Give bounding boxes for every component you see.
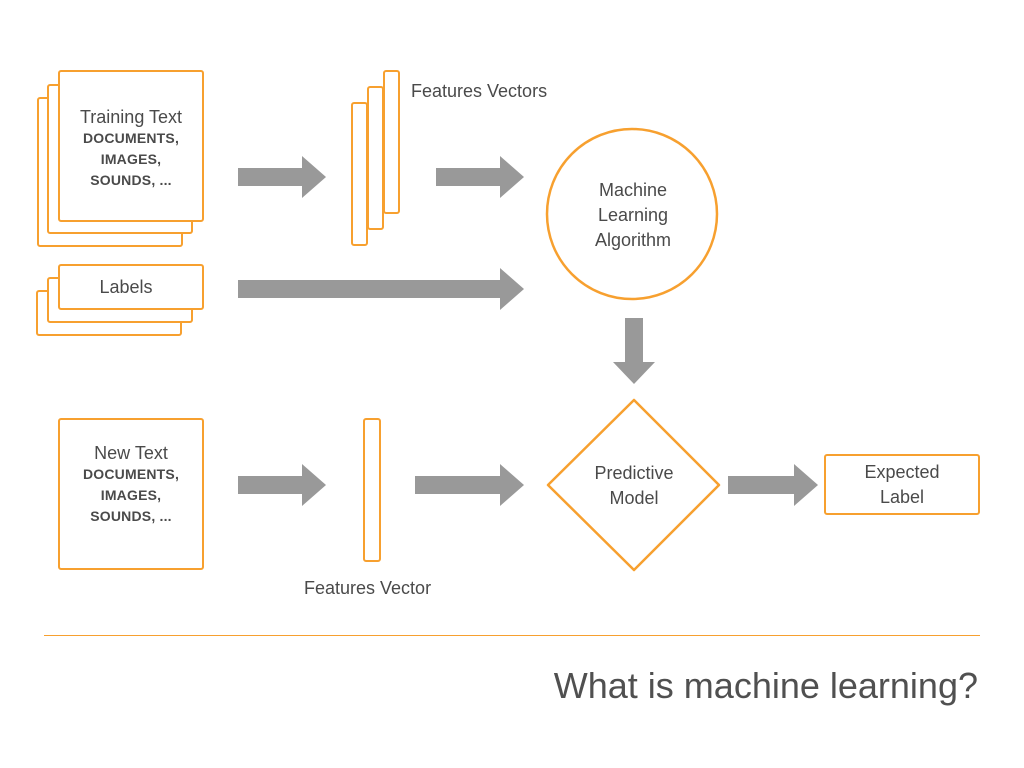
expected-label-box [824, 454, 980, 515]
arrow-training-to-features [238, 156, 326, 198]
model-label: Predictive Model [574, 460, 694, 512]
training-title: Training Text [79, 106, 183, 127]
labels-text: Labels [99, 277, 153, 297]
model-line-1: Predictive [594, 463, 674, 483]
algorithm-circle [545, 127, 719, 301]
training-doc-front [58, 70, 204, 222]
footer-divider [44, 635, 980, 636]
expected-line-2: Label [879, 486, 925, 507]
algorithm-line-2: Learning [597, 204, 669, 225]
features-vector-front [383, 70, 400, 214]
features-vector-back [351, 102, 368, 246]
model-line-2: Model [609, 488, 659, 508]
feature-vector-caption: Features Vector [304, 578, 432, 598]
arrow-labels-to-algorithm [238, 268, 524, 310]
features-vectors-caption: Features Vectors [411, 81, 548, 101]
arrow-new-to-vector [238, 464, 326, 506]
expected-line-1: Expected [864, 461, 940, 482]
new-item-documents: DOCUMENTS, [82, 465, 180, 482]
training-item-images: IMAGES, [100, 150, 162, 167]
arrow-features-to-algorithm [436, 156, 524, 198]
algorithm-line-1: Machine [598, 179, 668, 200]
new-text-doc [58, 418, 204, 570]
training-item-sounds: SOUNDS, ... [90, 171, 172, 188]
training-text-label: Training Text DOCUMENTS, IMAGES, SOUNDS,… [58, 104, 204, 192]
features-vector-middle [367, 86, 384, 230]
labels-card-front [58, 264, 204, 310]
slide-title: What is machine learning? [553, 665, 978, 706]
new-text-label: New Text DOCUMENTS, IMAGES, SOUNDS, ... [58, 440, 204, 528]
new-item-images: IMAGES, [100, 486, 162, 503]
new-text-title: New Text [94, 442, 168, 463]
new-item-sounds: SOUNDS, ... [90, 507, 172, 524]
training-item-documents: DOCUMENTS, [82, 129, 180, 146]
arrow-model-to-label [728, 464, 818, 506]
expected-label-text: Expected Label [824, 454, 980, 515]
feature-vector-bar [363, 418, 381, 562]
model-diamond [546, 398, 721, 572]
algorithm-line-3: Algorithm [594, 229, 672, 250]
arrow-algorithm-to-model [613, 318, 655, 384]
algorithm-label: Machine Learning Algorithm [560, 175, 706, 255]
labels-label: Labels [58, 264, 194, 310]
arrow-vector-to-model [415, 464, 524, 506]
